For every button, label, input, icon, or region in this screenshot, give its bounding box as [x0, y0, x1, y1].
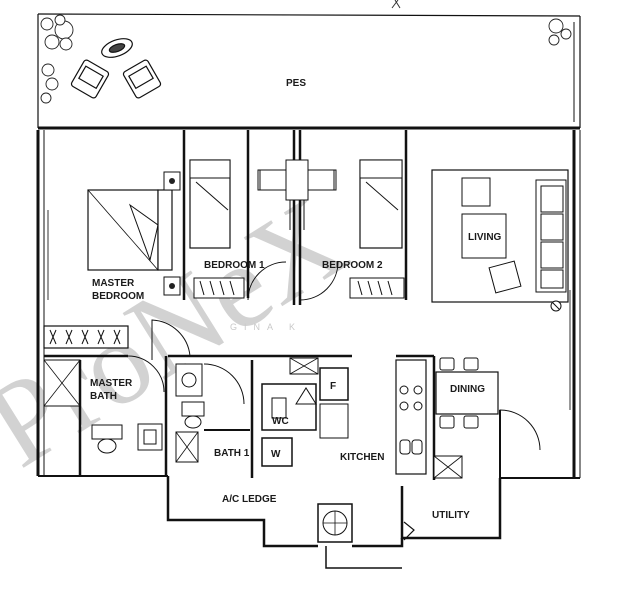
service-area: WC W F: [261, 357, 349, 467]
master-bath: MASTER BATH: [43, 355, 168, 476]
room-label-master-bedroom-2: BEDROOM: [92, 291, 144, 302]
room-label-pes: PES: [286, 78, 306, 89]
kitchen: KITCHEN: [340, 359, 427, 475]
room-label-master-bath-2: BATH: [90, 391, 117, 402]
room-label-ac-ledge: A/C LEDGE: [222, 494, 277, 505]
room-label-bedroom-2: BEDROOM 2: [322, 260, 383, 271]
room-label-kitchen: KITCHEN: [340, 452, 384, 463]
center-desks: [257, 130, 337, 305]
plant-icon: [40, 14, 572, 104]
living-room: LIVING: [431, 169, 569, 312]
ac-ledge: A/C LEDGE: [166, 476, 404, 569]
watermark-agent: GINA K: [230, 322, 302, 332]
room-label-master-bedroom-1: MASTER: [92, 278, 135, 289]
room-label-dining: DINING: [450, 384, 485, 395]
dining: DINING: [435, 357, 541, 478]
room-label-f: F: [330, 381, 336, 392]
bedroom-1: BEDROOM 1: [182, 130, 287, 301]
room-label-master-bath-1: MASTER: [90, 378, 133, 389]
room-label-utility: UTILITY: [432, 510, 470, 521]
lounge-chair-icon: [70, 38, 162, 99]
room-label-bedroom-1: BEDROOM 1: [204, 260, 265, 271]
outer-walls: [36, 130, 581, 479]
bath-1: BATH 1: [175, 360, 254, 478]
room-label-w: W: [271, 449, 281, 460]
room-label-wc: WC: [272, 416, 289, 427]
room-label-bath-1: BATH 1: [214, 448, 250, 459]
master-bedroom: MASTER BEDROOM: [43, 171, 191, 360]
room-label-living: LIVING: [468, 232, 502, 243]
pes-area: PES: [37, 0, 581, 130]
utility: UTILITY: [400, 455, 502, 541]
bedroom-2: BEDROOM 2: [299, 130, 408, 301]
